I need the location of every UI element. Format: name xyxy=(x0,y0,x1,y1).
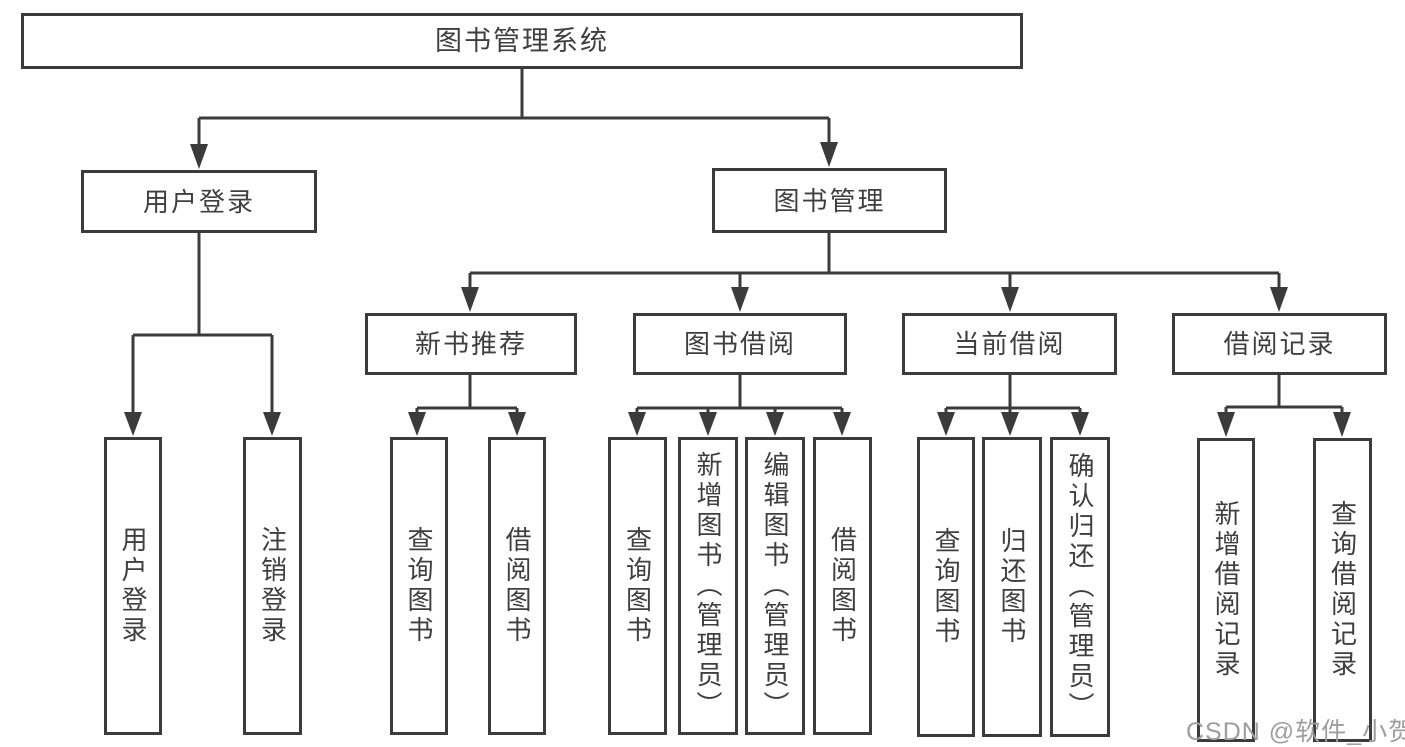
node-book-borrow: 图书借阅 xyxy=(633,313,847,375)
leaf-logout: 注销登录 xyxy=(243,437,302,735)
leaf-edit-book-admin: 编辑图书（管理员） xyxy=(745,437,805,735)
leaf-query-books-recommend: 查询图书 xyxy=(390,437,448,735)
node-label: 查询图书 xyxy=(931,527,961,647)
node-label: 新增借阅记录 xyxy=(1211,500,1241,680)
leaf-borrow-books: 借阅图书 xyxy=(813,437,872,735)
node-label: 图书借阅 xyxy=(683,329,796,359)
leaf-query-books-borrow: 查询图书 xyxy=(608,437,667,735)
leaf-borrow-books-recommend: 借阅图书 xyxy=(488,437,546,735)
leaf-query-borrow-record: 查询借阅记录 xyxy=(1313,438,1372,742)
node-new-book-recommend: 新书推荐 xyxy=(365,313,577,375)
node-label: 注销登录 xyxy=(257,526,288,646)
leaf-query-books-current: 查询图书 xyxy=(917,437,975,737)
node-label: 查询借阅记录 xyxy=(1327,500,1358,680)
node-label: 归还图书 xyxy=(997,527,1027,647)
leaf-add-borrow-record: 新增借阅记录 xyxy=(1197,438,1255,742)
node-label: 图书管理 xyxy=(773,185,886,216)
node-library-management-system: 图书管理系统 xyxy=(21,13,1023,69)
node-label: 查询图书 xyxy=(622,526,653,646)
node-user-login: 用户登录 xyxy=(81,170,317,233)
node-label: 新书推荐 xyxy=(414,329,527,359)
node-label: 当前借阅 xyxy=(953,329,1066,359)
node-label: 用户登录 xyxy=(142,186,255,217)
node-borrow-records: 借阅记录 xyxy=(1172,313,1387,375)
leaf-add-book-admin: 新增图书（管理员） xyxy=(678,437,738,735)
node-current-borrow: 当前借阅 xyxy=(902,313,1117,375)
node-label: 新增图书（管理员） xyxy=(693,451,723,721)
node-book-management: 图书管理 xyxy=(712,168,947,233)
node-label: 查询图书 xyxy=(404,526,434,646)
node-label: 借阅记录 xyxy=(1223,329,1336,359)
leaf-confirm-return-admin: 确认归还（管理员） xyxy=(1050,437,1110,737)
node-label: 编辑图书（管理员） xyxy=(760,451,790,721)
leaf-user-login: 用户登录 xyxy=(104,437,162,735)
node-label: 借阅图书 xyxy=(502,526,532,646)
leaf-return-book: 归还图书 xyxy=(982,437,1042,737)
csdn-watermark: CSDN @软件_小贺同学 xyxy=(1186,718,1405,746)
node-label: 用户登录 xyxy=(118,526,148,646)
node-label: 图书管理系统 xyxy=(435,25,609,56)
node-label: 确认归还（管理员） xyxy=(1065,452,1095,722)
node-label: 借阅图书 xyxy=(827,526,858,646)
